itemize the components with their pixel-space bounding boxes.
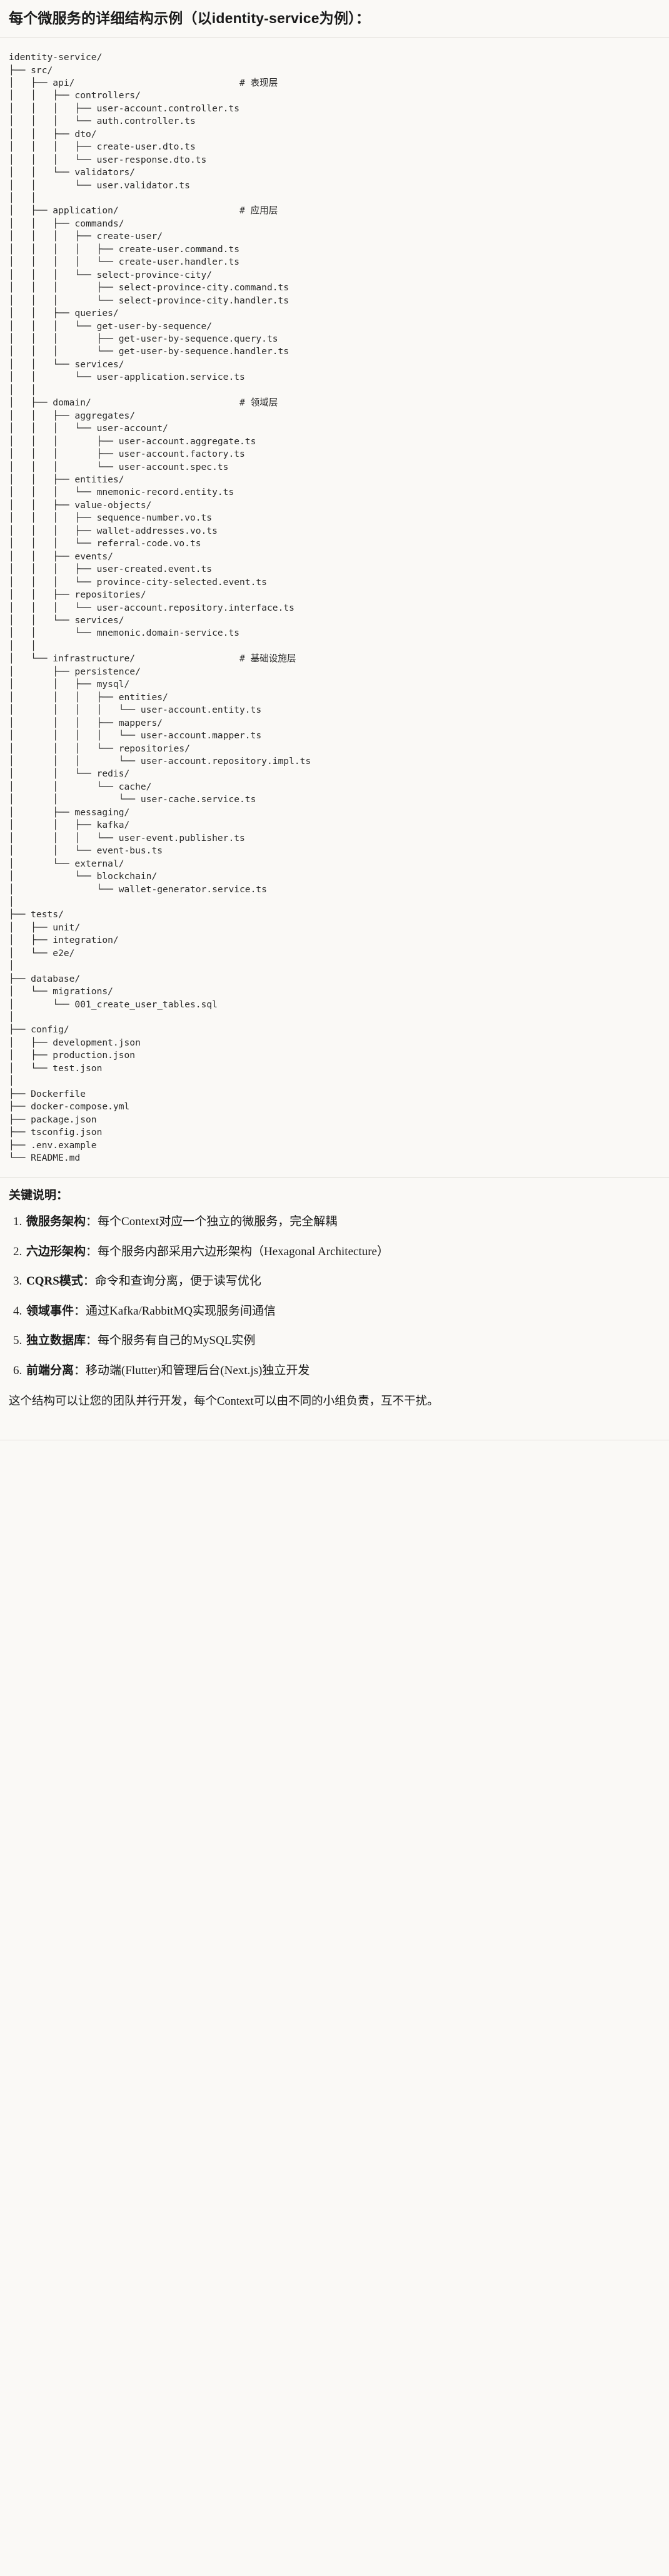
closing-paragraph: 这个结构可以让您的团队并行开发，每个Context可以由不同的小组负责，互不干扰… xyxy=(9,1395,439,1408)
key-point-term: 独立数据库 xyxy=(26,1334,86,1348)
key-point-term: 领域事件 xyxy=(26,1304,74,1318)
key-point-item: CQRS模式：命令和查询分离，便于读写优化 xyxy=(25,1273,660,1290)
key-point-term: CQRS模式 xyxy=(26,1275,83,1288)
document-page: 每个微服务的详细结构示例（以identity-service为例）： ident… xyxy=(0,0,669,1440)
key-point-item: 六边形架构：每个服务内部采用六边形架构（Hexagonal Architectu… xyxy=(25,1243,660,1261)
key-point-item: 领域事件：通过Kafka/RabbitMQ实现服务间通信 xyxy=(25,1303,660,1320)
key-point-term: 六边形架构 xyxy=(26,1245,86,1258)
key-point-term: 微服务架构 xyxy=(26,1215,86,1229)
key-point-separator: ： xyxy=(83,1275,95,1288)
key-point-body: 命令和查询分离，便于读写优化 xyxy=(94,1275,261,1288)
key-point-separator: ： xyxy=(74,1304,86,1318)
key-point-separator: ： xyxy=(86,1245,98,1258)
key-point-separator: ： xyxy=(86,1334,98,1348)
key-points-section: 关键说明： 微服务架构：每个Context对应一个独立的微服务，完全解耦六边形架… xyxy=(0,1178,669,1425)
tree-divider xyxy=(0,1177,669,1178)
page-title: 每个微服务的详细结构示例（以identity-service为例）： xyxy=(9,10,371,26)
title-divider xyxy=(0,37,669,38)
directory-tree: identity-service/ ├── src/ │ ├── api/ # … xyxy=(9,52,311,1164)
key-points-list: 微服务架构：每个Context对应一个独立的微服务，完全解耦六边形架构：每个服务… xyxy=(9,1213,660,1379)
key-points-heading: 关键说明： xyxy=(9,1189,69,1203)
key-point-separator: ： xyxy=(86,1215,98,1229)
key-point-item: 前端分离：移动端(Flutter)和管理后台(Next.js)独立开发 xyxy=(25,1362,660,1380)
key-point-body: 移动端(Flutter)和管理后台(Next.js)独立开发 xyxy=(86,1363,310,1377)
key-point-separator: ： xyxy=(74,1363,86,1377)
key-point-body: 每个Context对应一个独立的微服务，完全解耦 xyxy=(98,1215,338,1229)
key-point-body: 每个服务有自己的MySQL实例 xyxy=(98,1334,256,1348)
key-point-body: 通过Kafka/RabbitMQ实现服务间通信 xyxy=(86,1304,276,1318)
key-point-item: 独立数据库：每个服务有自己的MySQL实例 xyxy=(25,1332,660,1350)
key-point-term: 前端分离 xyxy=(26,1363,74,1377)
key-point-body: 每个服务内部采用六边形架构（Hexagonal Architecture） xyxy=(98,1245,389,1258)
directory-tree-block: identity-service/ ├── src/ │ ├── api/ # … xyxy=(0,38,669,1177)
key-point-item: 微服务架构：每个Context对应一个独立的微服务，完全解耦 xyxy=(25,1213,660,1231)
